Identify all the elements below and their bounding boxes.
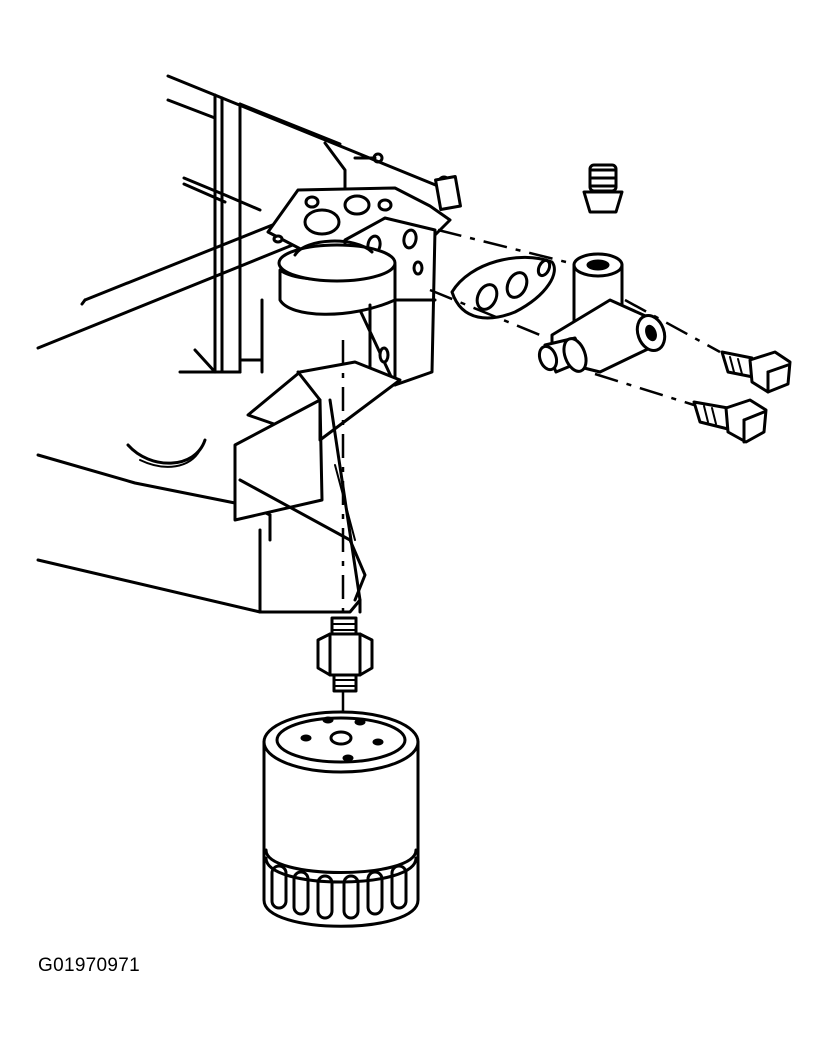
filter-mount-boss	[240, 241, 395, 372]
tee-fitting	[536, 254, 669, 374]
oil-pressure-sensor	[584, 165, 622, 212]
threaded-nipple	[318, 618, 372, 691]
bolt-upper	[722, 352, 790, 392]
oil-filter	[264, 712, 418, 926]
gasket	[452, 257, 554, 318]
figure-id-label: G01970971	[38, 955, 141, 976]
bolt-lower	[694, 400, 766, 442]
lower-housing	[235, 362, 400, 612]
assembly-centerlines	[343, 230, 720, 745]
